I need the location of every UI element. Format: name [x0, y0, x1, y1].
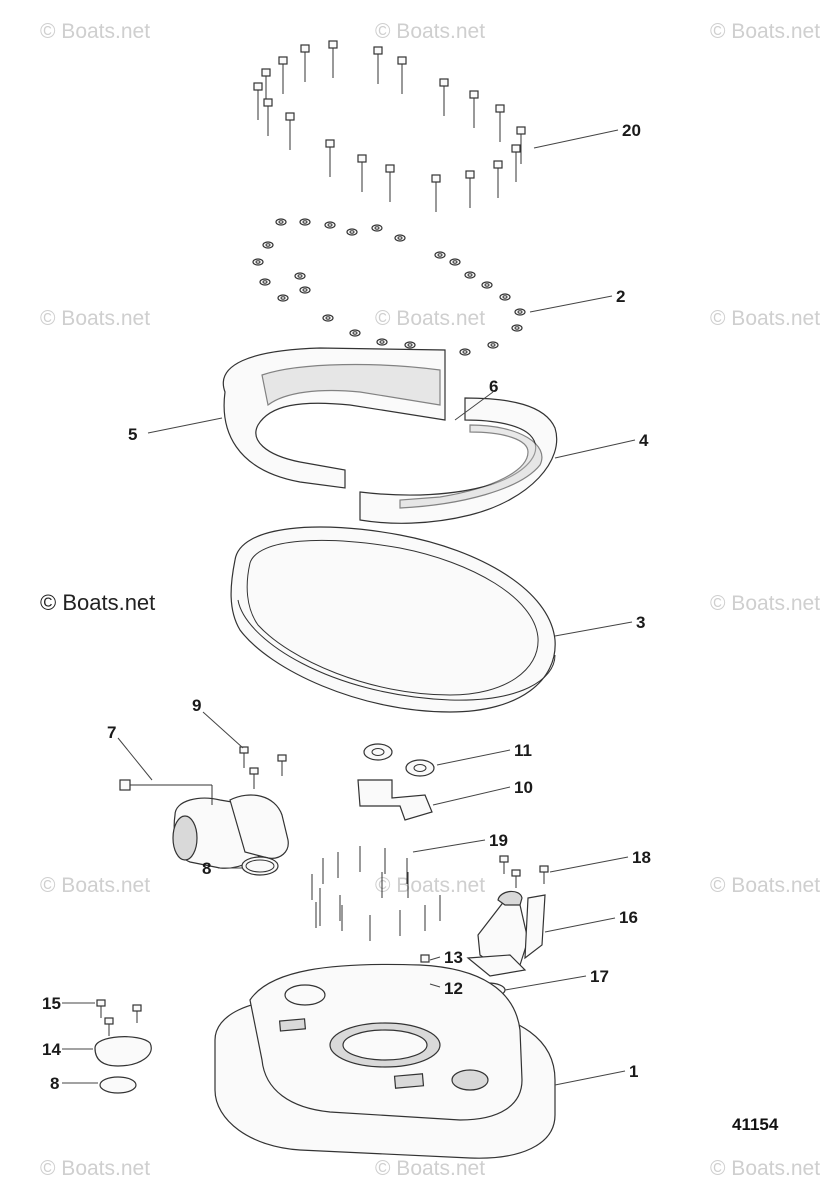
callout-labels: 20 2 6 5 4 3 9 7 11 10 19 8 18 16 13 12 …: [42, 121, 651, 1093]
callout-17: 17: [590, 967, 609, 986]
watermark: © Boats.net: [40, 874, 150, 897]
callout-8-upper: 8: [202, 859, 211, 878]
watermark: © Boats.net: [375, 20, 485, 43]
washer: [294, 272, 306, 280]
bolt: [516, 126, 526, 164]
bracket-10: [357, 779, 433, 821]
washer: [459, 348, 471, 356]
washer: [262, 241, 274, 249]
small-bolts-15: [96, 999, 142, 1036]
washer: [299, 286, 311, 294]
callout-9: 9: [192, 696, 201, 715]
callout-6: 6: [489, 377, 498, 396]
bolt: [253, 82, 263, 120]
callout-13: 13: [444, 948, 463, 967]
callout-10: 10: [514, 778, 533, 797]
watermark: © Boats.net: [710, 874, 820, 897]
washer: [322, 314, 334, 322]
outlet-fitting-16: [466, 890, 546, 977]
washer: [371, 224, 383, 232]
watermark: © Boats.net: [710, 592, 820, 615]
bolt: [397, 56, 407, 94]
bolt: [511, 144, 521, 182]
watermark: © Boats.net: [40, 307, 150, 330]
washer: [464, 271, 476, 279]
figure-number: 41154: [732, 1115, 779, 1134]
bolt: [325, 139, 335, 177]
washer: [349, 329, 361, 337]
washer: [252, 258, 264, 266]
washer: [449, 258, 461, 266]
watermark: © Boats.net: [710, 20, 820, 43]
bolt: [373, 46, 383, 84]
bolt: [285, 112, 295, 150]
callout-19: 19: [489, 831, 508, 850]
watermark: © Boats.net: [710, 1157, 820, 1180]
washer: [299, 218, 311, 226]
clamp-ring-halves: [222, 347, 558, 524]
bolt: [328, 40, 338, 78]
washer: [481, 281, 493, 289]
washer: [277, 294, 289, 302]
watermark-prominent: © Boats.net: [40, 590, 155, 615]
callout-15: 15: [42, 994, 61, 1013]
callout-12: 12: [444, 979, 463, 998]
watermark: © Boats.net: [375, 307, 485, 330]
bolt: [469, 90, 479, 128]
seal-gasket: [230, 526, 556, 713]
cover-plate-14: [94, 1036, 152, 1067]
callout-7: 7: [107, 723, 116, 742]
watermark: © Boats.net: [40, 20, 150, 43]
watermark: © Boats.net: [710, 307, 820, 330]
watermark: © Boats.net: [375, 874, 485, 897]
callout-18: 18: [632, 848, 651, 867]
watermark: © Boats.net: [40, 1157, 150, 1180]
bolt: [385, 164, 395, 202]
callout-8-lower: 8: [50, 1074, 59, 1093]
bolt: [493, 160, 503, 198]
callout-3: 3: [636, 613, 645, 632]
callout-20: 20: [622, 121, 641, 140]
bolt-ring: [253, 40, 526, 212]
small-bolts-9: [239, 746, 287, 789]
o-ring-lower: [99, 1076, 137, 1094]
bolt: [439, 78, 449, 116]
callout-14: 14: [42, 1040, 61, 1059]
washer: [511, 324, 523, 332]
callout-4: 4: [639, 431, 649, 450]
drain-valve-assembly: [119, 779, 289, 869]
callout-2: 2: [616, 287, 625, 306]
small-bolts-18: [499, 855, 549, 888]
washer: [394, 234, 406, 242]
callout-11: 11: [514, 741, 532, 760]
bolt: [431, 174, 441, 212]
washer: [434, 251, 446, 259]
washer: [346, 228, 358, 236]
washer: [514, 308, 526, 316]
washer-ring: [252, 218, 526, 359]
bolt: [495, 104, 505, 142]
washer: [404, 341, 416, 349]
washer: [376, 338, 388, 346]
bolt: [278, 56, 288, 94]
watermark: © Boats.net: [375, 1157, 485, 1180]
bolt: [465, 170, 475, 208]
washer: [275, 218, 287, 226]
callout-16: 16: [619, 908, 638, 927]
callout-1: 1: [629, 1062, 638, 1081]
washer: [499, 293, 511, 301]
washer: [487, 341, 499, 349]
washer: [259, 278, 271, 286]
bolt: [357, 154, 367, 192]
grommets-11: [363, 743, 435, 777]
bolt: [263, 98, 273, 136]
bolt: [300, 44, 310, 82]
callout-5: 5: [128, 425, 137, 444]
studs-19: [311, 846, 441, 941]
washer: [324, 221, 336, 229]
leader-lines: [62, 129, 636, 1086]
base-housing-1: [214, 963, 556, 1159]
